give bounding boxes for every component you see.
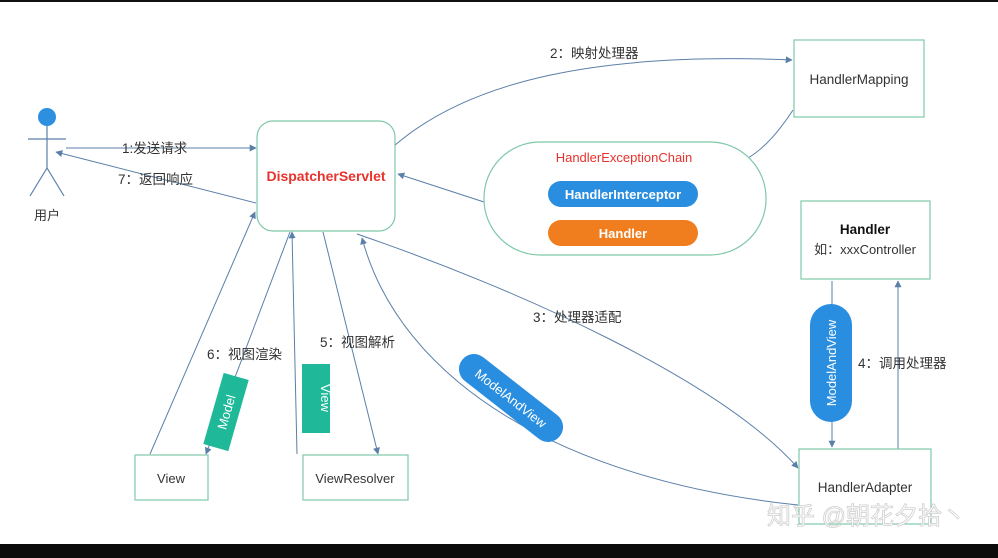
view-tag: View	[302, 364, 333, 433]
arrow-view-box-to-dispatcher	[149, 211, 256, 455]
handler-title: Handler	[840, 222, 891, 237]
arrow-view-return	[288, 231, 298, 455]
arrow-chain-to-dispatcher	[397, 172, 485, 203]
line-mapping-to-chain	[747, 109, 794, 159]
step-6-label: 6：视图渲染	[207, 347, 283, 362]
user-label: 用户	[34, 208, 60, 223]
view-tag-label: View	[318, 384, 333, 413]
step-3-label: 3：处理器适配	[533, 310, 622, 325]
handler-exception-chain: HandlerExceptionChain HandlerInterceptor…	[483, 141, 767, 256]
step-7-label: 7：返回响应	[118, 171, 193, 187]
watermark-text: 知乎 @朝花夕拾丶	[767, 503, 966, 530]
interceptor-pill	[548, 181, 698, 207]
arrow-modelandview-return	[360, 237, 799, 506]
modelandview-diagonal-label: ModelAndView	[472, 366, 550, 431]
model-tag: Model	[203, 372, 249, 452]
dispatcher-servlet-box: DispatcherServlet	[256, 120, 396, 232]
user-head-icon	[38, 108, 56, 126]
interceptor-label: HandlerInterceptor	[565, 187, 681, 202]
handler-mapping-box: HandlerMapping	[793, 39, 925, 118]
view-resolver-box: ViewResolver	[302, 454, 409, 501]
modelandview-diagonal-tag: ModelAndView	[458, 354, 564, 442]
step-2-label: 2：映射处理器	[550, 46, 639, 61]
handler-mapping-label: HandlerMapping	[809, 72, 908, 87]
step-1-label: 1:发送请求	[122, 141, 188, 156]
step-4-label: 4：调用处理器	[858, 356, 947, 371]
arrow-5-view-resolve	[322, 231, 380, 455]
modelandview-vertical-tag: ModelAndView	[810, 304, 852, 422]
view-resolver-label: ViewResolver	[315, 471, 395, 486]
chain-title: HandlerExceptionChain	[556, 150, 693, 165]
step-5-label: 5：视图解析	[320, 335, 395, 350]
handler-adapter-label: HandlerAdapter	[818, 480, 913, 495]
arrow-2-mapping	[393, 56, 793, 147]
handler-subtitle: 如：xxxController	[814, 242, 917, 257]
step-labels: 1:发送请求 7：返回响应 2：映射处理器 3：处理器适配 4：调用处理器 5：…	[118, 46, 947, 371]
dispatcher-servlet-label: DispatcherServlet	[266, 168, 385, 184]
user-actor: 用户	[28, 108, 66, 223]
connections	[55, 56, 902, 506]
bottom-border	[0, 544, 998, 558]
handler-pill	[548, 220, 698, 246]
arrow-7-response	[55, 150, 257, 204]
view-label: View	[157, 471, 186, 486]
handler-adapter-box: HandlerAdapter	[798, 448, 932, 525]
top-border	[0, 0, 998, 2]
view-box: View	[134, 454, 209, 501]
handler-box: Handler 如：xxxController	[800, 200, 931, 280]
handler-pill-label: Handler	[599, 226, 647, 241]
modelandview-vertical-label: ModelAndView	[824, 319, 839, 406]
arrow-3-adapter	[356, 233, 799, 469]
